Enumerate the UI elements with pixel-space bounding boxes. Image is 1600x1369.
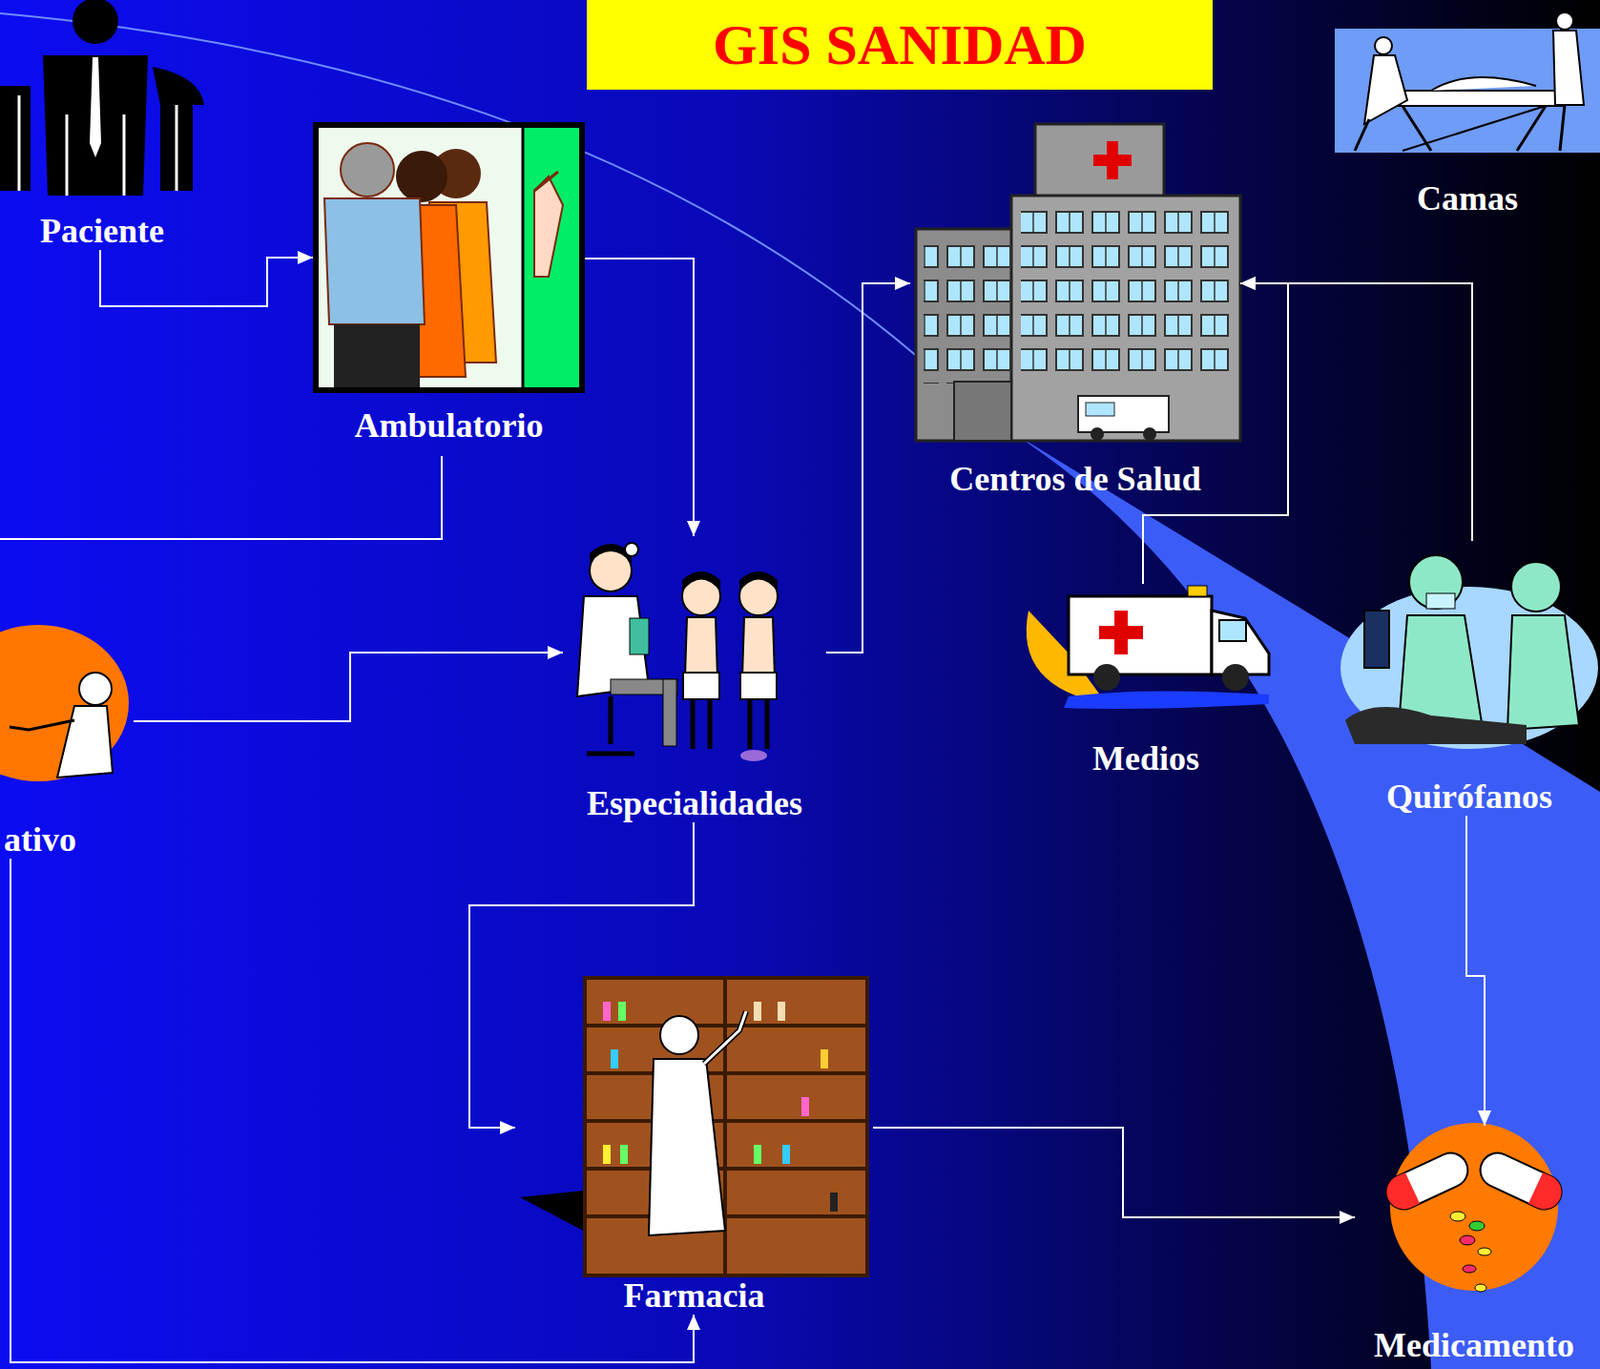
flow-connector: [10, 858, 694, 1363]
title-text: GIS SANIDAD: [712, 11, 1087, 79]
flow-connector: [469, 822, 694, 1128]
node-label: Centros de Salud: [949, 459, 1201, 499]
offpage-line: [0, 456, 442, 540]
icon-node: Especialidades: [562, 536, 827, 823]
icon-node: Medios: [1020, 583, 1271, 778]
node-label: Medios: [1092, 739, 1200, 778]
node-label: Medicamento: [1373, 1326, 1575, 1365]
patient-icon: [0, 0, 205, 196]
node-label: Quirófanos: [1386, 777, 1553, 816]
node-label: Camas: [1416, 179, 1518, 218]
node-label: Paciente: [40, 211, 165, 250]
icon-node: Camas: [1334, 28, 1600, 218]
node-label: Farmacia: [623, 1276, 766, 1315]
flow-connector: [872, 1127, 1355, 1218]
node-label: ativo: [3, 820, 77, 859]
flow-connector: [826, 283, 911, 653]
title-banner: GIS SANIDAD: [586, 0, 1213, 90]
ambulance-picture: [1026, 585, 1269, 709]
flow-connector: [1142, 283, 1289, 584]
icon-node: Quirófanos: [1338, 540, 1600, 816]
flow-connector: [133, 652, 563, 722]
flow-connector: [1240, 283, 1473, 541]
pharmacy-picture: [519, 977, 868, 1276]
clinic-queue-picture: [315, 124, 582, 391]
icon-node: Medicamento: [1354, 1125, 1594, 1365]
icon-node: Paciente: [0, 0, 205, 250]
operating-room-picture: [1340, 555, 1599, 749]
flow-connector: [584, 258, 694, 537]
icon-node: Farmacia: [515, 977, 873, 1315]
admin-picture: [0, 624, 129, 782]
beds-picture: [1334, 12, 1600, 153]
icon-node: Centros de Salud: [910, 122, 1241, 499]
doctor-children-picture: [577, 542, 778, 762]
flow-connector: [1466, 815, 1485, 1126]
icon-node: ativo: [0, 620, 134, 859]
node-label: Especialidades: [586, 784, 803, 823]
icon-node: Ambulatorio: [312, 122, 585, 445]
flow-connector: [100, 249, 313, 307]
node-label: Ambulatorio: [354, 406, 544, 445]
medicine-picture: [1381, 1122, 1568, 1292]
hospital-building: [915, 124, 1241, 441]
